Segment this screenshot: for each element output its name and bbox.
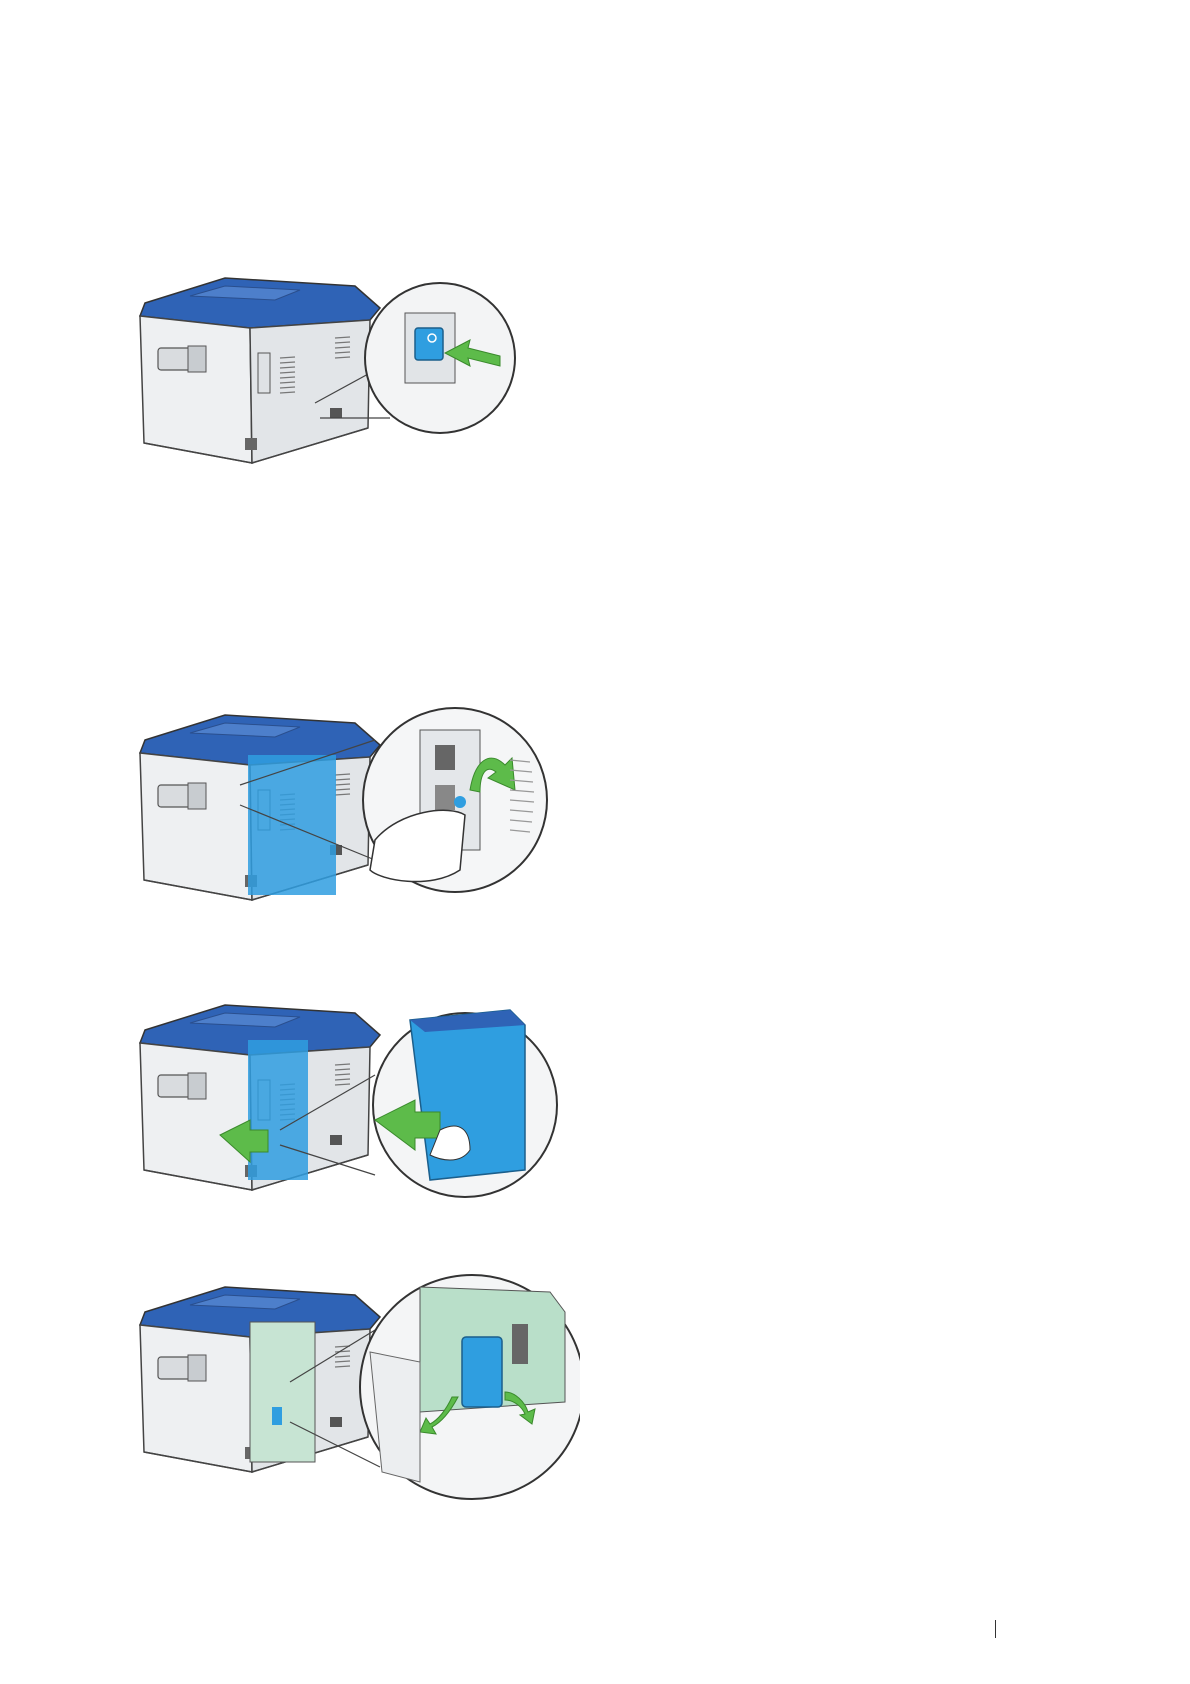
power-switch-icon — [415, 328, 443, 360]
module-icon — [462, 1337, 502, 1407]
figure-disconnect-cable — [120, 690, 560, 920]
figure-power-switch — [120, 268, 540, 488]
figure-release-clips — [120, 1252, 580, 1522]
cable-plug-icon — [454, 796, 466, 808]
page-footer-rule — [995, 1620, 996, 1638]
figure-remove-cover — [120, 980, 560, 1210]
